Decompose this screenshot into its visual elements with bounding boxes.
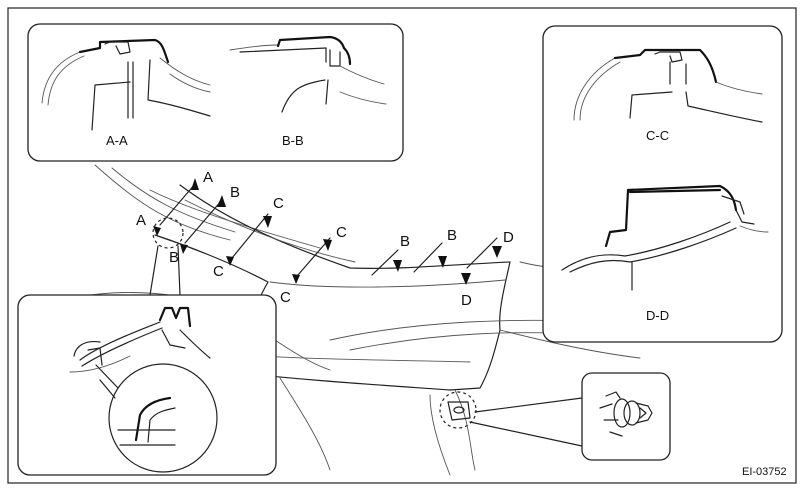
section-label-c-c: C-C	[646, 128, 669, 143]
section-a-a-drawing	[41, 38, 211, 131]
figure-id: EI-03752	[742, 466, 787, 478]
leader-line-1	[149, 245, 159, 296]
callout-a-left: A	[136, 212, 146, 229]
callout-d-2: D	[461, 292, 472, 309]
inset-panel-clip-detail	[17, 294, 277, 476]
leader-line-4	[469, 421, 583, 447]
leader-line-3	[474, 397, 583, 413]
outer-frame	[7, 7, 797, 484]
section-cut-lines	[153, 178, 502, 285]
section-label-a-a: A-A	[106, 133, 128, 148]
callout-b-2: B	[400, 233, 410, 250]
section-c-c-drawing	[573, 48, 763, 123]
section-label-b-b: B-B	[282, 133, 304, 148]
callout-b-1: B	[230, 184, 240, 201]
callout-b-left: B	[169, 249, 179, 266]
inset-panel-c-d: C-C D-D	[542, 25, 783, 343]
callout-c-4: C	[280, 289, 291, 306]
callout-a-top: A	[203, 169, 213, 186]
callout-c-3: C	[336, 224, 347, 241]
magnified-circle	[108, 363, 218, 473]
detail-circle-clip	[439, 391, 477, 429]
leader-line-2	[177, 245, 181, 296]
section-b-b-drawing	[229, 35, 387, 113]
detail-circle-upper	[152, 217, 184, 249]
inset-panel-a-b: A-A B-B	[27, 23, 404, 162]
section-label-d-d: D-D	[646, 308, 669, 323]
callout-c-2: C	[213, 263, 224, 280]
inset-panel-clip-part	[581, 372, 671, 461]
callout-c-1: C	[273, 195, 284, 212]
section-d-d-drawing	[561, 184, 769, 291]
callout-d-1: D	[503, 229, 514, 246]
callout-b-3: B	[447, 227, 457, 244]
